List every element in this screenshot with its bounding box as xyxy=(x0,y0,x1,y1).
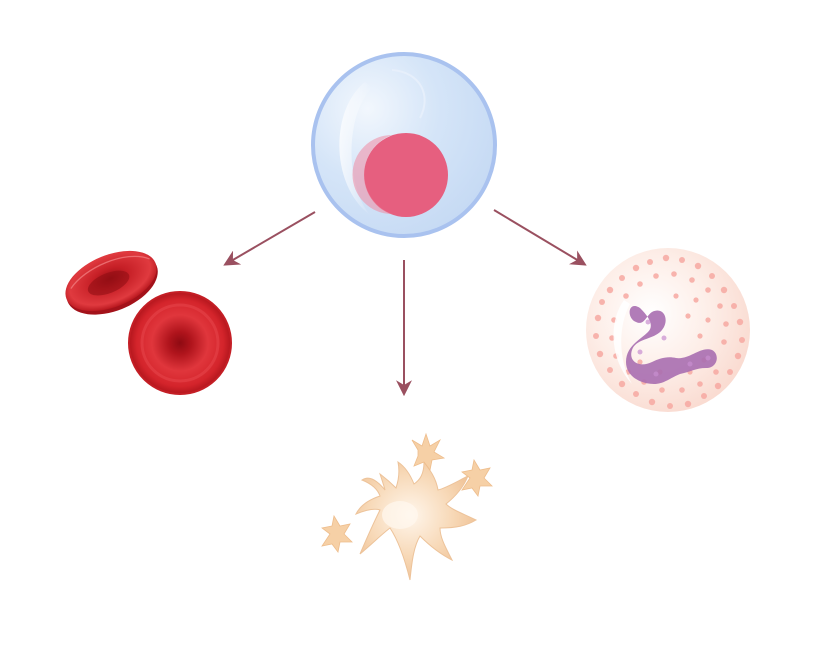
granules xyxy=(593,254,745,409)
arrow-to-white-blood-cell xyxy=(493,209,587,266)
stem-cell-icon xyxy=(311,52,497,238)
stem-cell-nucleus xyxy=(364,133,448,217)
arrows xyxy=(223,209,587,397)
white-blood-cell-nucleus xyxy=(626,305,717,384)
red-blood-cell-icon xyxy=(65,250,232,395)
arrow-to-red-blood-cells xyxy=(223,211,316,266)
white-blood-cell-icon xyxy=(586,248,750,412)
platelet-icon xyxy=(321,432,493,581)
